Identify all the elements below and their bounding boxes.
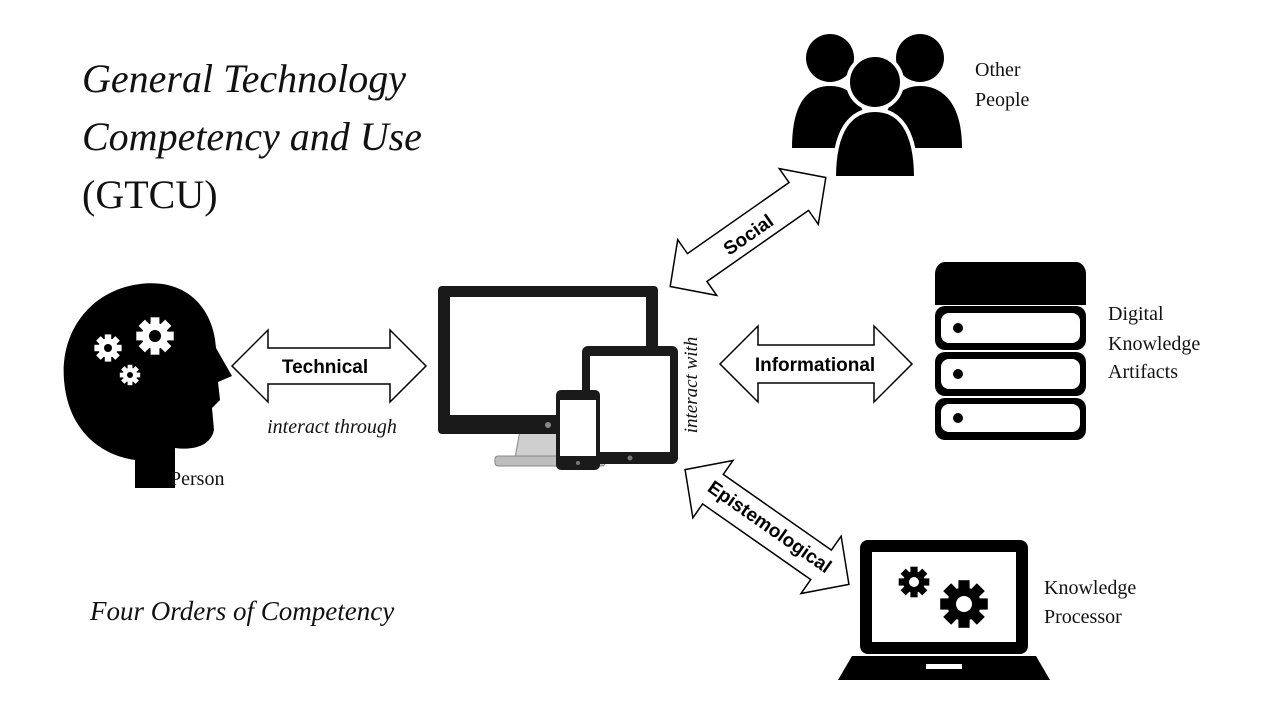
- informational-label: Informational: [755, 355, 875, 376]
- digital-artifacts-line-1: Digital: [1108, 303, 1164, 325]
- database-icon: [935, 262, 1086, 440]
- title-line-3: (GTCU): [82, 172, 218, 217]
- other-people-line-2: People: [975, 89, 1030, 111]
- devices-icon: [438, 286, 678, 470]
- subtitle: Four Orders of Competency: [89, 596, 394, 626]
- social-arrow: [669, 167, 827, 297]
- digital-artifacts-line-2: Knowledge: [1108, 333, 1200, 355]
- technical-label: Technical: [282, 357, 368, 378]
- technical-arrow: [230, 328, 428, 404]
- title-line-2: Competency and Use: [82, 114, 422, 159]
- epistemological-label: Epistemological: [703, 477, 834, 578]
- person-label: Person: [170, 468, 224, 490]
- knowledge-processor-line-2: Processor: [1044, 606, 1122, 628]
- informational-arrow: [718, 324, 914, 404]
- people-icon: [792, 34, 962, 180]
- knowledge-processor-line-1: Knowledge: [1044, 577, 1136, 599]
- head-gears-icon: [63, 283, 233, 488]
- laptop-gears-icon: [838, 540, 1050, 680]
- other-people-line-1: Other: [975, 59, 1021, 81]
- epistemological-arrow: [684, 459, 850, 595]
- title-line-1: General Technology: [82, 56, 406, 101]
- interact-through-label: interact through: [267, 416, 397, 438]
- digital-artifacts-line-3: Artifacts: [1108, 361, 1178, 383]
- interact-with-label: interact with: [681, 337, 702, 434]
